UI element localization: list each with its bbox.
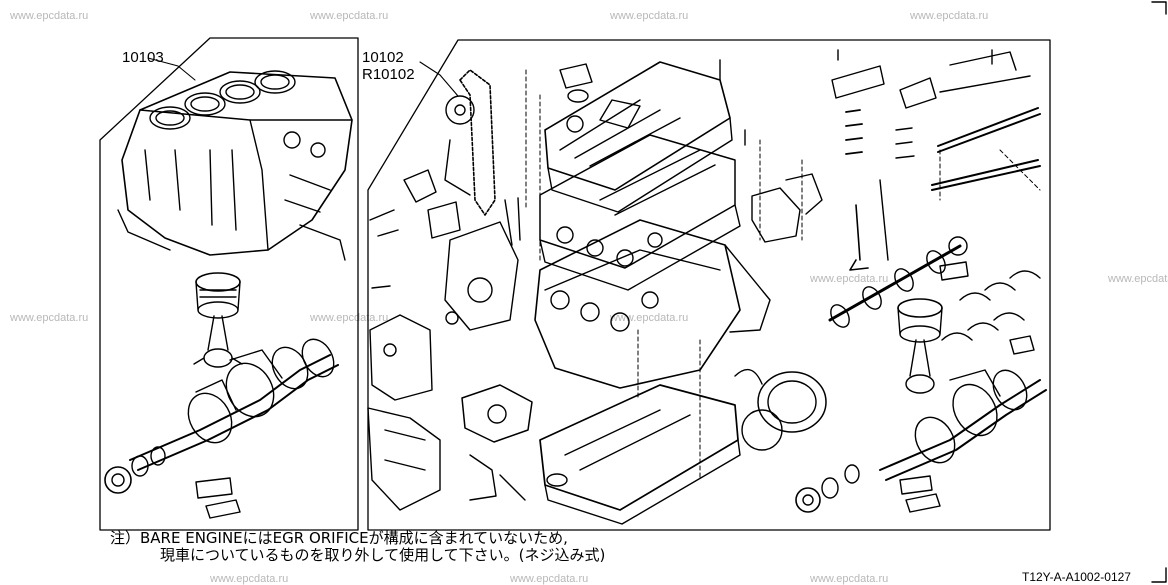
rear-seals — [734, 368, 827, 451]
front-covers — [367, 314, 441, 511]
right-pulley-parts — [795, 464, 941, 513]
watermark: www.epcdata.ru — [910, 10, 989, 22]
piston-assembly — [193, 272, 243, 368]
oil-pan — [539, 384, 741, 525]
timing-cover — [444, 221, 519, 331]
watermark: www.epcdata.ru — [210, 573, 289, 585]
cylinder-head — [539, 134, 741, 291]
right-crankshaft — [879, 369, 1047, 481]
diagram-code: T12Y-A-A1002-0127 — [1022, 570, 1131, 584]
cylinder-block — [117, 70, 353, 261]
leader-line-10103 — [147, 57, 196, 81]
corner-mark — [1151, 567, 1167, 583]
camshaft — [828, 236, 968, 328]
watermark: www.epcdata.ru — [10, 10, 89, 22]
callout-10102: 10102 — [362, 49, 404, 66]
crankshaft — [129, 338, 339, 471]
note-line-2: 現車についているものを取り外して使用して下さい。(ネジ込み式) — [160, 546, 606, 564]
watermark: www.epcdata.ru — [610, 10, 689, 22]
short-block-frame — [99, 37, 359, 531]
watermark: www.epcdata.ru — [310, 312, 389, 324]
water-outlet-parts — [559, 59, 823, 243]
engine-assy-frame — [367, 39, 1051, 531]
distributor-parts — [369, 169, 521, 289]
dashed-guide-lines — [525, 69, 1041, 481]
callout-10103: 10103 — [122, 49, 164, 66]
valve-cover — [544, 61, 733, 213]
corner-mark — [1151, 1, 1167, 15]
callout-r10102: R10102 — [362, 66, 415, 83]
valve-train — [831, 49, 1041, 271]
watermark: www.epcdata.ru — [810, 573, 889, 585]
watermark: www.epcdata.ru — [10, 312, 89, 324]
timing-chain — [444, 69, 496, 216]
main-bearings — [941, 270, 1041, 355]
water-pump — [461, 384, 533, 501]
watermark: www.epcdata.ru — [810, 273, 889, 285]
watermark: www.epcdata.ru — [1108, 273, 1168, 285]
note-line-1: 注）BARE ENGINEにはEGR ORIFICEが構成に含まれていないため, — [110, 529, 568, 547]
watermark: www.epcdata.ru — [310, 10, 389, 22]
crank-pulley-parts — [104, 446, 241, 519]
right-piston-assembly — [897, 261, 969, 394]
engine-block — [534, 219, 771, 389]
leader-line-10102 — [419, 61, 459, 97]
watermark: www.epcdata.ru — [510, 573, 589, 585]
